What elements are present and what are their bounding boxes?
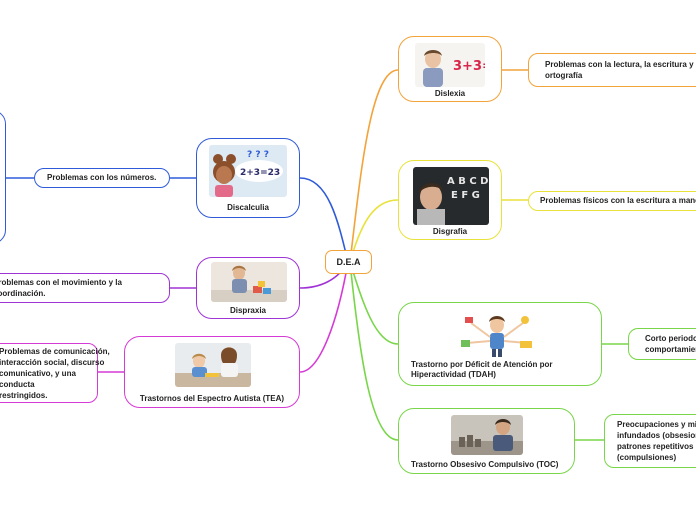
topic-discalculia[interactable]: 2+3=23 ? ? ? Discalculia (196, 138, 300, 218)
link-tdah (349, 261, 399, 345)
subtopic-dislexia-line-2: ortografía (545, 71, 583, 80)
discalculia-parent-box (0, 110, 6, 244)
tdah-illustration (457, 307, 537, 357)
subtopic-toc-line-1: Preocupaciones y miedos (617, 420, 696, 429)
multitasking-boy-image (457, 307, 537, 357)
boy-arranging-image (451, 415, 523, 455)
topic-disgrafia[interactable]: A B C D E F G Disgrafia (398, 160, 502, 240)
central-node[interactable]: D.E.A (325, 250, 372, 274)
subtopic-dispraxia[interactable]: Problemas con el movimiento y la coordin… (0, 273, 170, 303)
subtopic-tea[interactable]: Problemas de comunicación, interacción s… (0, 343, 110, 403)
disgrafia-illustration: A B C D E F G (413, 167, 489, 225)
subtopic-tea-line-1: Problemas de comunicación, (0, 347, 110, 356)
subtopic-toc-line-2: infundados (obsesiones) y (617, 431, 696, 440)
subtopic-dislexia[interactable]: Problemas con la lectura, la escritura y… (528, 53, 696, 87)
topic-toc-label: Trastorno Obsesivo Compulsivo (TOC) (411, 460, 559, 469)
topic-tea-label: Trastornos del Espectro Autista (TEA) (139, 394, 285, 403)
subtopic-tea-line-4: conducta (0, 380, 35, 389)
topic-tdah-label: Trastorno por Déficit de Atención por Hi… (399, 360, 601, 380)
link-tea (299, 261, 349, 373)
discalculia-equation: 2+3=23 (240, 168, 280, 178)
boy-equation-image: 3+3=2 (415, 43, 485, 87)
subtopic-dispraxia-line-1: Problemas con el movimiento y la (0, 278, 122, 287)
topic-dispraxia-label: Dispraxia (229, 306, 267, 315)
dispraxia-illustration (211, 262, 287, 302)
subtopic-tdah-text: Corto periodo de atención y comportamien… (645, 333, 696, 355)
subtopic-toc[interactable]: Preocupaciones y miedos infundados (obse… (604, 414, 696, 468)
subtopic-tea-line-2: interacción social, discurso (0, 358, 105, 367)
subtopic-toc-line-4: (compulsiones) (617, 453, 677, 462)
topic-dislexia[interactable]: 3+3=2 Dislexia (398, 36, 502, 102)
subtopic-toc-line-3: patrones repetitivos (617, 442, 694, 451)
chalkboard-image: A B C D E F G (413, 167, 489, 225)
disgrafia-letters: A B C D (447, 176, 488, 187)
subtopic-disgrafia[interactable]: Problemas físicos con la escritura a man… (528, 191, 696, 211)
topic-tdah-label-2: Hiperactividad (TDAH) (411, 370, 496, 379)
central-label: D.E.A (336, 257, 361, 267)
subtopic-dislexia-text: Problemas con la lectura, la escritura y… (545, 59, 694, 81)
dislexia-equation: 3+3=2 (453, 59, 485, 74)
toc-illustration (451, 415, 523, 455)
child-playing-image (211, 262, 287, 302)
topic-dispraxia[interactable]: Dispraxia (196, 257, 300, 319)
subtopic-dislexia-line-1: Problemas con la lectura, la escritura y (545, 60, 694, 69)
mother-child-image (175, 343, 251, 387)
subtopic-tdah-line-1: Corto periodo de atención y (645, 334, 696, 343)
subtopic-tea-line-5: restringidos. (0, 391, 48, 400)
subtopic-disgrafia-text: Problemas físicos con la escritura a man… (540, 196, 696, 205)
girl-thinking-image: 2+3=23 ? ? ? (209, 145, 287, 197)
dislexia-illustration: 3+3=2 (415, 43, 485, 87)
subtopic-tea-line-3: comunicativo, y una (0, 369, 76, 378)
subtopic-dispraxia-line-2: coordinación. (0, 289, 46, 298)
topic-tdah-label-1: Trastorno por Déficit de Atención por (411, 360, 553, 369)
subtopic-discalculia[interactable]: Problemas con los números. (34, 168, 170, 188)
topic-tea[interactable]: Trastornos del Espectro Autista (TEA) (124, 336, 300, 408)
discalculia-illustration: 2+3=23 ? ? ? (209, 145, 287, 197)
link-discalculia (299, 177, 349, 263)
subtopic-tdah-line-2: comportamiento impulsivo. (645, 345, 696, 354)
subtopic-discalculia-text: Problemas con los números. (47, 173, 157, 182)
subtopic-toc-text: Preocupaciones y miedos infundados (obse… (617, 419, 696, 463)
disgrafia-letters-2: E F G (451, 190, 480, 201)
subtopic-tdah[interactable]: Corto periodo de atención y comportamien… (628, 328, 696, 360)
discalculia-marks: ? ? ? (247, 150, 269, 160)
tea-illustration (175, 343, 251, 387)
topic-disgrafia-label: Disgrafia (432, 227, 468, 236)
subtopic-tea-text: Problemas de comunicación, interacción s… (0, 346, 110, 401)
link-dislexia (349, 69, 399, 263)
topic-tdah[interactable]: Trastorno por Déficit de Atención por Hi… (398, 302, 602, 386)
subtopic-dispraxia-text: Problemas con el movimiento y la coordin… (0, 277, 122, 299)
topic-discalculia-label: Discalculia (227, 203, 269, 212)
topic-toc[interactable]: Trastorno Obsesivo Compulsivo (TOC) (398, 408, 575, 474)
link-toc (349, 261, 399, 441)
topic-dislexia-label: Dislexia (434, 89, 466, 98)
